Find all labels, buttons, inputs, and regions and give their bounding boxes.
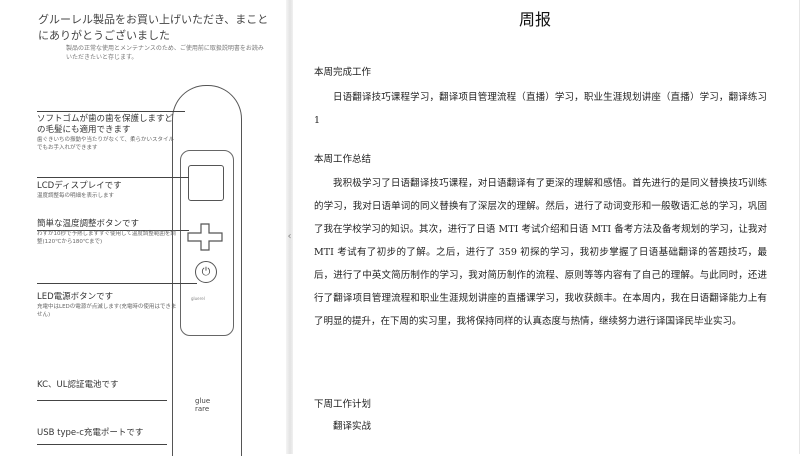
section-heading-summary: 本周工作总结 bbox=[314, 154, 372, 165]
callout-note: 充電中はLEDの電源が点滅します(充電時の使用はできません) bbox=[37, 304, 177, 318]
device-brand-text: gluerel bbox=[191, 296, 205, 301]
leader-line bbox=[37, 400, 167, 401]
callout-heading: KC、UL認証電池です bbox=[37, 380, 119, 390]
leader-line bbox=[37, 111, 185, 112]
callout-heading: 簡単な温度調整ボタンです bbox=[37, 219, 140, 229]
callout-note: 歯ぐきいちの振動や当たりがなくて、柔らかいスタイルでもお手入れができます bbox=[37, 137, 175, 151]
callout-heading: ソフトゴムが歯の歯を保護しますどの毛髪にも適用できます bbox=[37, 114, 174, 135]
callout-note: わずか10秒で予熱しますすぐ使用して温度調整範囲を調整(120℃から180℃まで… bbox=[37, 231, 176, 245]
callout-heading: LED電源ボタンです bbox=[37, 292, 114, 302]
section-heading-completed: 本周完成工作 bbox=[314, 67, 372, 78]
page-turn-icon[interactable]: ‹ bbox=[287, 231, 292, 242]
callout-usb: USB type-c充電ポートです bbox=[37, 428, 177, 439]
leader-line bbox=[37, 444, 167, 445]
logo-line-2: rare bbox=[195, 405, 210, 413]
device-outline bbox=[172, 85, 242, 456]
callout-note: 温度調整毎の明細を表示します bbox=[37, 193, 115, 199]
logo-line-1: glue bbox=[195, 397, 211, 405]
manual-title: グルーレル製品をお買い上げいただき、まことにありがとうございました bbox=[38, 13, 269, 42]
callout-heading: USB type-c充電ポートです bbox=[37, 428, 144, 438]
callout-battery: KC、UL認証電池です bbox=[37, 380, 177, 391]
section-heading-plan: 下周工作计划 bbox=[314, 399, 372, 410]
device-panel bbox=[180, 150, 234, 336]
power-icon: ⏻ bbox=[195, 261, 217, 283]
callout-soft-rubber: ソフトゴムが歯の歯を保護しますどの毛髪にも適用できます 歯ぐきいちの振動や当たり… bbox=[37, 114, 177, 152]
lcd-display bbox=[188, 165, 224, 201]
manual-intro: 製品の正常な使用とメンテナンスのため、ご使用前に取扱説明書をお読みいただきたいと… bbox=[66, 45, 264, 61]
page-gutter bbox=[286, 0, 294, 454]
callout-heading: LCDディスプレイです bbox=[37, 181, 122, 191]
section-body-completed: 日语翻译技巧课程学习，翻译项目管理流程（直播）学习，职业生涯规划讲座（直播）学习… bbox=[314, 92, 767, 126]
leader-line bbox=[37, 230, 189, 231]
callout-lcd: LCDディスプレイです 温度調整毎の明細を表示します bbox=[37, 181, 177, 200]
leader-line bbox=[37, 177, 189, 178]
report-title: 周报 bbox=[519, 10, 552, 29]
brand-logo: glue rare bbox=[195, 397, 210, 413]
leader-line bbox=[37, 283, 197, 284]
manual-page: グルーレル製品をお買い上げいただき、まことにありがとうございました 製品の正常な… bbox=[0, 0, 288, 456]
report-page bbox=[293, 0, 800, 454]
callout-power: LED電源ボタンです 充電中はLEDの電源が点滅します(充電時の使用はできません… bbox=[37, 292, 177, 319]
section-body-summary: 我积极学习了日语翻译技巧课程，对日语翻译有了更深的理解和感悟。首先进行的是同义替… bbox=[314, 178, 767, 327]
callout-temperature: 簡単な温度調整ボタンです わずか10秒で予熱しますすぐ使用して温度調整範囲を調整… bbox=[37, 219, 177, 246]
temperature-buttons-icon bbox=[187, 223, 223, 251]
section-body-plan: 翻译实战 bbox=[333, 421, 372, 432]
